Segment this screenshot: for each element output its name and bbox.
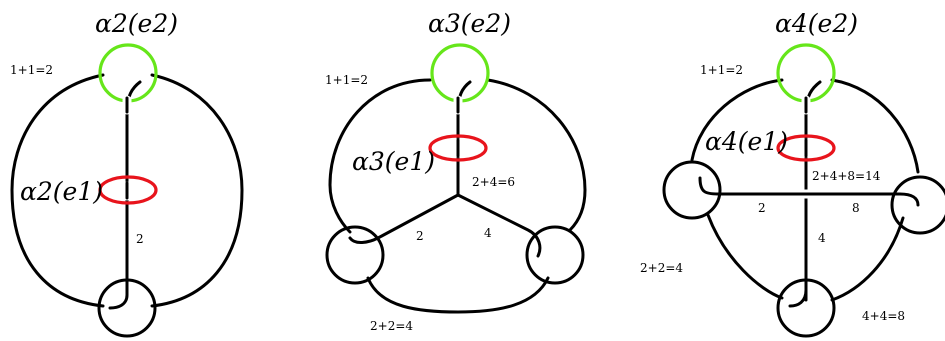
red-ring: [428, 134, 488, 162]
label-left-edge: 2: [758, 201, 766, 215]
label-edge: 2: [136, 232, 144, 246]
outer-arc-bottom-right: [830, 216, 905, 302]
label-center: 2+4=6: [472, 175, 515, 189]
left-branch: [348, 193, 460, 244]
inner-label: α2(e1): [20, 177, 103, 206]
panel-title: α3(e2): [428, 9, 511, 38]
label-top: 1+1=2: [10, 63, 53, 77]
left-circle: [325, 225, 385, 285]
outer-loop-left: [328, 78, 432, 234]
outer-loop-left: [10, 73, 105, 308]
green-circle: [98, 43, 158, 103]
label-left-bottom: 2+2=4: [640, 261, 683, 275]
inner-label: α4(e1): [705, 127, 788, 156]
outer-arc-top-right: [830, 78, 920, 174]
label-right-edge: 8: [852, 201, 860, 215]
panel-title: α2(e2): [95, 9, 178, 38]
panel-title: α4(e2): [775, 9, 858, 38]
bottom-circle: [776, 278, 836, 338]
outer-loop-bottom: [366, 276, 550, 314]
label-top: 1+1=2: [325, 73, 368, 87]
outer-loop-right: [486, 78, 587, 232]
label-top: 1+1=2: [700, 63, 743, 77]
red-ring: [98, 175, 158, 205]
label-bottom: 2+2=4: [370, 319, 413, 333]
panel-alpha2: α2(e2) 1+1=2 α2(e1) 2: [10, 9, 244, 338]
label-center: 2+4+8=14: [812, 169, 881, 183]
right-circle: [890, 175, 945, 235]
inner-label: α3(e1): [352, 147, 435, 176]
label-right-bottom: 4+4=8: [862, 309, 905, 323]
left-circle: [662, 160, 722, 220]
green-circle: [776, 43, 836, 103]
panel-alpha3: α3(e2) 1+1=2 α3(e1) 2+4=6 2 4 2+2=4: [325, 9, 587, 333]
red-ring: [776, 134, 836, 162]
label-right-edge: 4: [484, 226, 492, 240]
outer-loop-right: [150, 73, 244, 308]
label-down-edge: 4: [818, 231, 826, 245]
outer-arc-bottom-left: [706, 213, 784, 300]
label-left-edge: 2: [416, 229, 424, 243]
right-circle: [525, 225, 585, 285]
panel-alpha4: α4(e2) 1+1=2 α4(e1) 2+4+8=14 2 8 4 2+2=4: [640, 9, 945, 338]
outer-arc-top-left: [690, 78, 784, 162]
horizontal-strand: [698, 176, 920, 207]
right-branch: [456, 193, 542, 258]
